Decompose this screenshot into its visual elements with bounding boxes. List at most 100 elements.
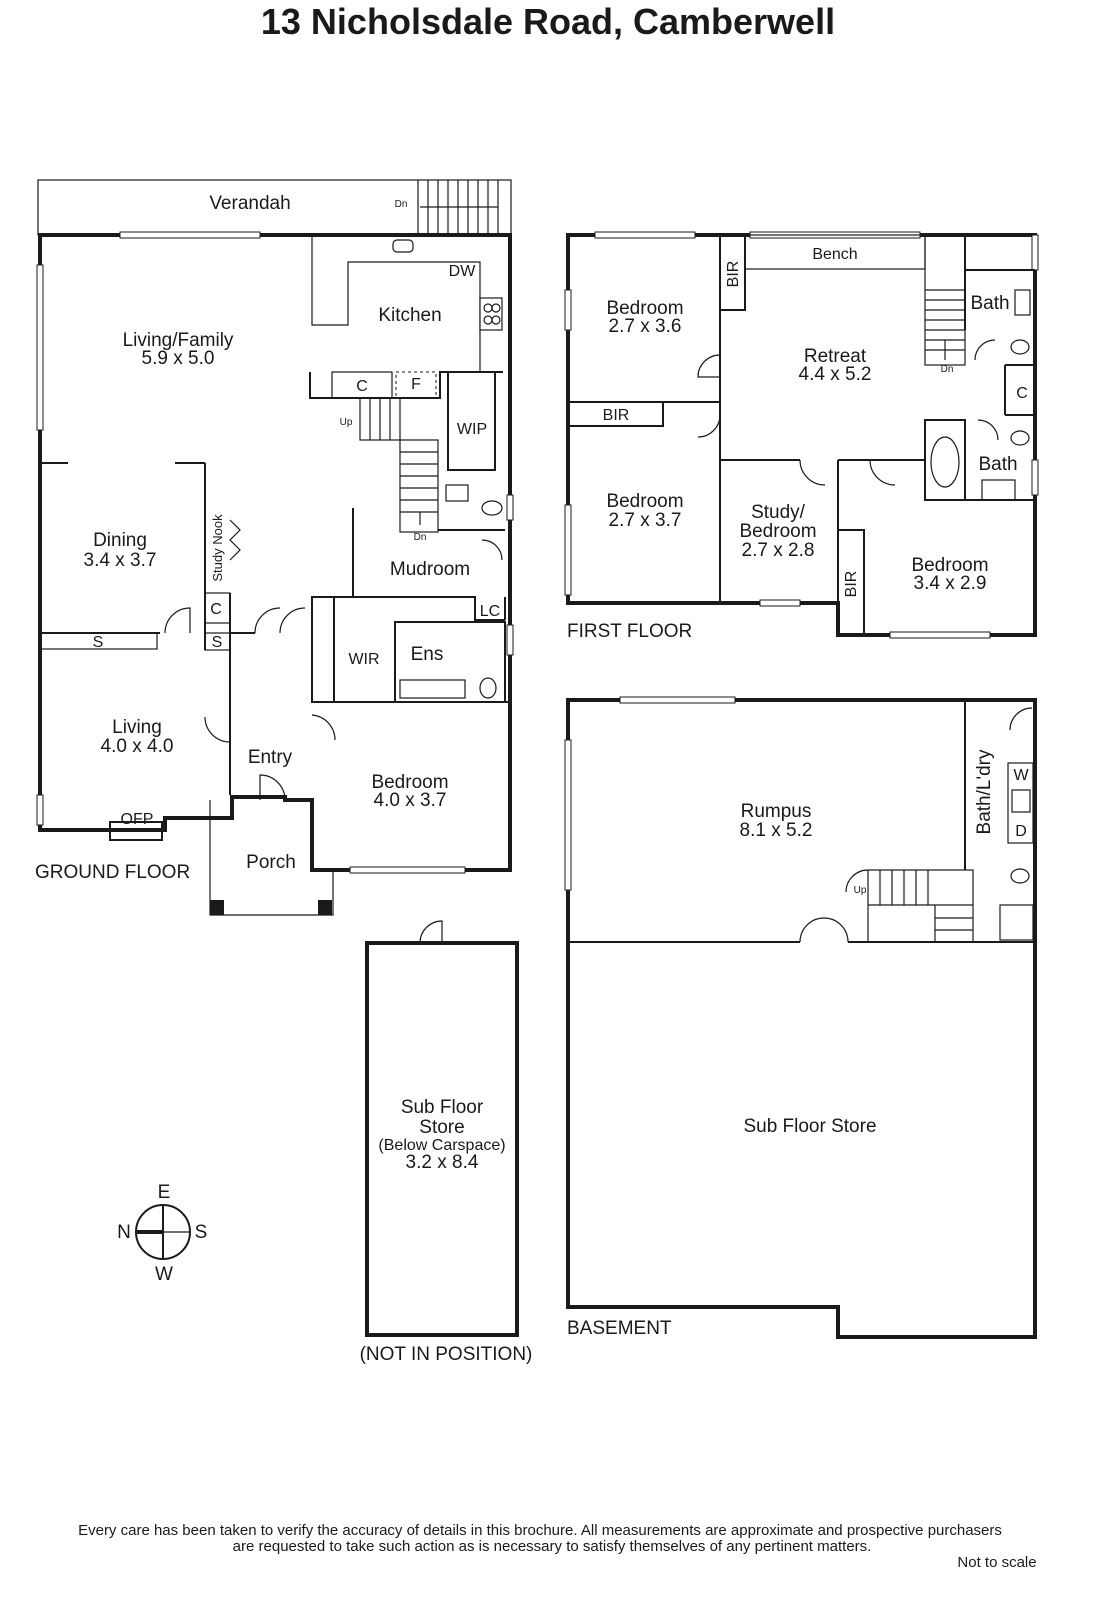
wir-wall — [311, 596, 335, 703]
bir-2 — [567, 401, 664, 427]
bath-wall — [964, 235, 1035, 271]
label-study: Study/ — [751, 502, 806, 523]
verandah-steps — [417, 180, 499, 235]
wip-wall — [447, 372, 496, 471]
label-living-family: Living/Family — [123, 330, 234, 351]
label-f: F — [411, 376, 421, 393]
label-bedroom: Bedroom — [371, 772, 448, 793]
label-sub-floor: Sub Floor — [401, 1097, 484, 1118]
label-s1: S — [93, 634, 104, 651]
window — [564, 504, 572, 596]
bath-tub — [924, 419, 966, 501]
compass-s: S — [195, 1222, 208, 1243]
sink-icon — [392, 239, 414, 253]
bir-3 — [837, 529, 865, 636]
label-c2: C — [210, 601, 222, 618]
label-bedroom-3-dim: 3.4 x 2.9 — [914, 573, 987, 594]
label-mudroom: Mudroom — [390, 559, 470, 580]
label-carspace-dim: 3.2 x 8.4 — [406, 1152, 479, 1173]
label-not-in-position: (NOT IN POSITION) — [360, 1344, 533, 1365]
label-bath-1: Bath — [970, 293, 1009, 314]
label-retreat: Retreat — [804, 346, 867, 367]
property-title: 13 Nicholsdale Road, Camberwell — [261, 1, 835, 42]
label-d: D — [1015, 823, 1027, 840]
label-dn2: Dn — [414, 532, 427, 543]
bifold-door — [229, 519, 241, 561]
double-door — [799, 917, 849, 943]
label-w: W — [1013, 767, 1029, 784]
label-kitchen: Kitchen — [378, 305, 441, 326]
label-ofp: OFP — [121, 811, 154, 828]
window — [1031, 459, 1039, 496]
door-swing — [419, 920, 443, 944]
label-bedroom-dim: 4.0 x 3.7 — [374, 790, 447, 811]
door-swing — [697, 354, 721, 378]
door-swing — [697, 414, 721, 438]
bir-1 — [719, 234, 746, 311]
label-lc: LC — [480, 603, 500, 620]
label-bedroom-2-dim: 2.7 x 3.7 — [609, 510, 682, 531]
first-stairs — [924, 234, 966, 366]
fireplace — [109, 821, 163, 841]
door-swing — [164, 607, 191, 634]
window — [36, 264, 44, 431]
compass-w: W — [155, 1264, 173, 1285]
label-c: C — [1016, 385, 1028, 402]
label-study-nook: Study Nook — [210, 514, 225, 582]
label-porch: Porch — [246, 852, 296, 873]
mudroom-wall — [312, 596, 505, 621]
label-dw: DW — [449, 263, 477, 280]
carspace-store-plan: Sub Floor Store (Below Carspace) 3.2 x 8… — [360, 920, 533, 1365]
ground-stairs — [359, 397, 439, 533]
label-bath-2: Bath — [978, 454, 1017, 475]
label-dining: Dining — [93, 530, 147, 551]
vanity-icon — [981, 479, 1016, 501]
label-rumpus: Rumpus — [741, 801, 812, 822]
ground-outer-wall — [38, 233, 512, 872]
window — [1031, 234, 1039, 271]
label-dining-dim: 3.4 x 3.7 — [84, 550, 157, 571]
label-bedroom-2: Bedroom — [606, 491, 683, 512]
basin-icon — [1014, 289, 1031, 316]
label-bedroom-1: Bedroom — [606, 298, 683, 319]
window — [594, 231, 696, 239]
basement-stairs — [845, 869, 974, 943]
window — [889, 631, 991, 639]
window — [119, 231, 261, 239]
fridge-space — [395, 371, 437, 399]
label-ground-floor: GROUND FLOOR — [35, 862, 190, 883]
basement-plan: Rumpus 8.1 x 5.2 Bath/L'dry W D Up Sub F… — [564, 696, 1037, 1339]
first-floor-plan: Bedroom 2.7 x 3.6 BIR Bench Bath Retreat… — [564, 231, 1039, 642]
porch-post — [210, 900, 224, 915]
window — [759, 599, 801, 607]
porch-post — [318, 900, 332, 915]
toilet-icon — [1010, 339, 1030, 355]
label-up: Up — [854, 885, 867, 896]
window — [36, 794, 44, 826]
label-bir-1: BIR — [725, 261, 742, 288]
door-swing — [481, 539, 503, 561]
label-rumpus-dim: 8.1 x 5.2 — [740, 820, 813, 841]
label-below-carspace: (Below Carspace) — [378, 1137, 505, 1154]
disclaimer-line-1: Every care has been taken to verify the … — [78, 1522, 1002, 1539]
toilet-icon — [479, 677, 497, 699]
label-wip: WIP — [457, 421, 487, 438]
compass-e: E — [158, 1182, 171, 1203]
toilet-icon — [1010, 430, 1030, 446]
front-door — [259, 774, 286, 801]
window — [349, 866, 466, 874]
window — [564, 739, 572, 891]
label-entry: Entry — [248, 747, 293, 768]
label-living-family-dim: 5.9 x 5.0 — [142, 348, 215, 369]
label-wir: WIR — [348, 651, 379, 668]
label-first-floor: FIRST FLOOR — [567, 621, 692, 642]
window — [564, 289, 572, 331]
label-bedroom-1-dim: 2.7 x 3.6 — [609, 316, 682, 337]
toilet-icon — [481, 500, 503, 516]
compass-icon: E N S W — [117, 1182, 207, 1285]
double-door — [254, 607, 306, 634]
label-s2: S — [212, 634, 223, 651]
door-swing — [311, 714, 336, 741]
vanity-icon — [399, 679, 466, 699]
cooktop-icon — [479, 297, 503, 331]
